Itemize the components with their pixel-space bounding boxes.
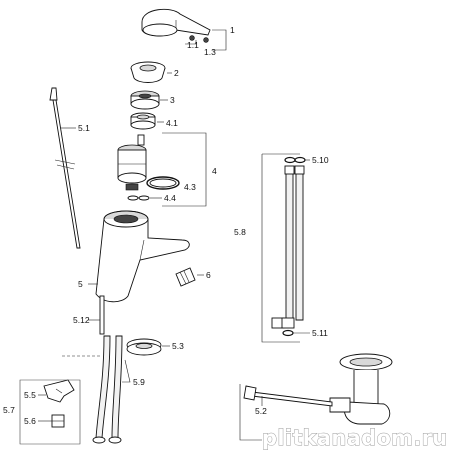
cartridge: [117, 134, 147, 191]
label-1-3: 1.3: [204, 47, 216, 57]
label-2: 2: [174, 68, 179, 78]
label-1: 1: [230, 25, 235, 35]
mounting-nut: [51, 414, 65, 428]
label-5-9: 5.9: [133, 377, 145, 387]
retaining-nut: [130, 90, 160, 110]
label-4: 4: [212, 166, 217, 176]
label-5-12: 5.12: [73, 315, 90, 325]
part-labels: 1 1.1 1.3 2 3 4.1 4 4.3 4.4 5.1 5 6 5.12…: [3, 25, 329, 426]
label-4-4: 4.4: [164, 193, 176, 203]
label-5-10: 5.10: [312, 155, 329, 165]
small-seals: [127, 195, 150, 201]
cover-ring: [130, 61, 166, 83]
label-5-1: 5.1: [78, 123, 90, 133]
pop-up-drain: [243, 353, 393, 425]
label-5-5: 5.5: [24, 390, 36, 400]
lift-rod: [49, 87, 81, 249]
aerator: [175, 267, 196, 287]
label-5-8: 5.8: [234, 227, 246, 237]
label-4-1: 4.1: [166, 118, 178, 128]
label-4-3: 4.3: [184, 182, 196, 192]
watermark: plitkanadom.ru: [262, 426, 448, 450]
label-5-11: 5.11: [312, 328, 328, 338]
label-5-2: 5.2: [255, 406, 267, 416]
supply-hoses-left: [92, 335, 123, 444]
flange-washer: [126, 338, 162, 356]
label-5-6: 5.6: [24, 416, 36, 426]
supply-hoses-right: [271, 156, 306, 337]
bushing: [130, 112, 156, 130]
o-ring: [146, 176, 180, 190]
label-6: 6: [206, 270, 211, 280]
label-1-1: 1.1: [187, 40, 199, 50]
label-5-3: 5.3: [172, 341, 184, 351]
label-5-7: 5.7: [3, 405, 15, 415]
fixing-stud: [99, 295, 105, 335]
faucet-body: [95, 210, 190, 303]
mounting-clip: [43, 379, 75, 403]
lever-handle: [141, 8, 211, 43]
label-5: 5: [78, 279, 83, 289]
label-3: 3: [170, 95, 175, 105]
